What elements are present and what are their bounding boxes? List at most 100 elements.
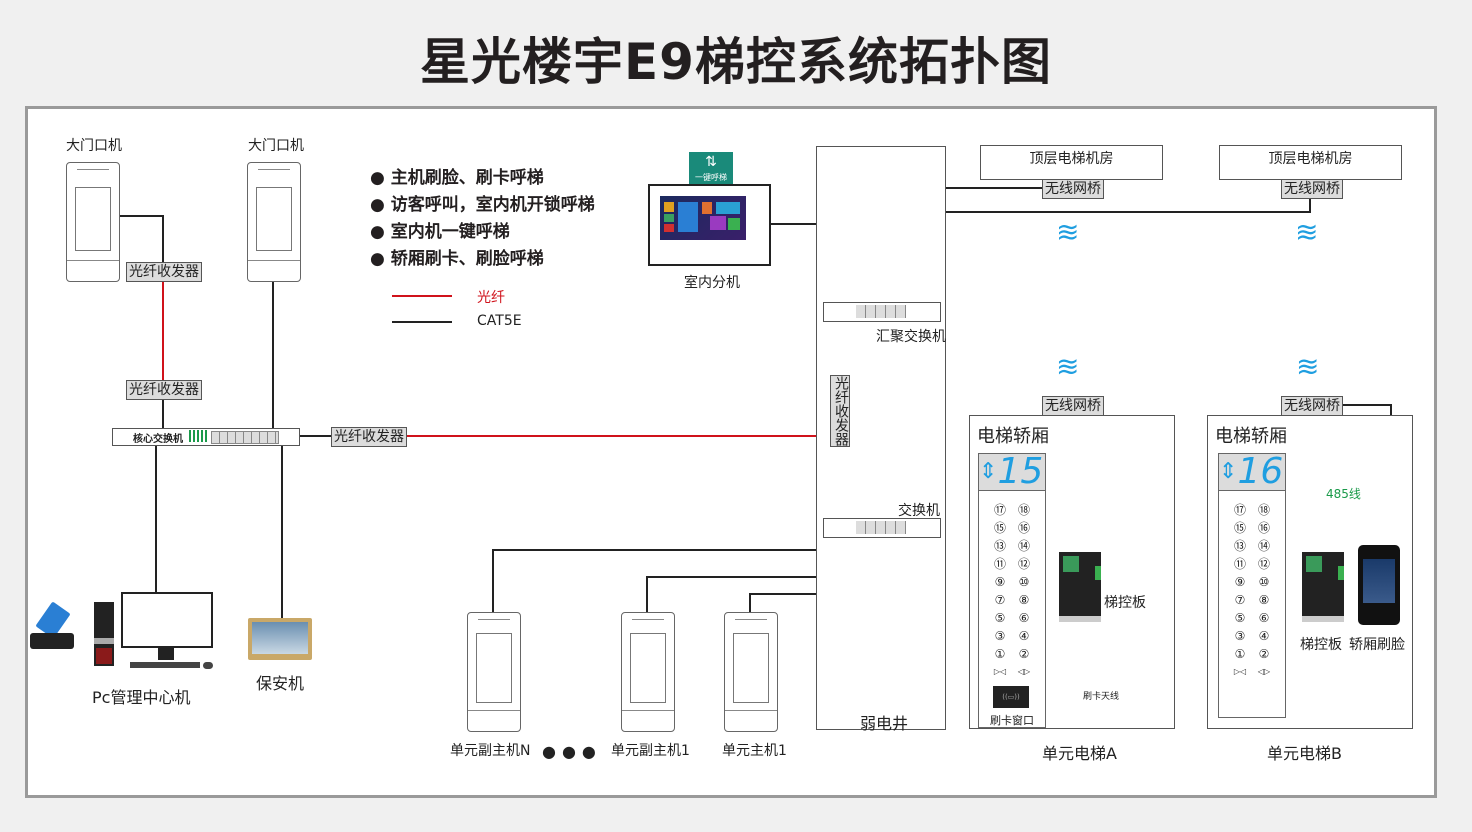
floor-button: ⑭	[1017, 539, 1030, 553]
floor-button: ⑬	[1233, 539, 1246, 553]
aggregation-switch-label: 汇聚交换机	[876, 329, 946, 345]
floor-button: ④	[1258, 629, 1270, 643]
floor-button: ⑰	[993, 503, 1006, 517]
fiber-transceiver-shaft: 光纤收发器	[830, 375, 850, 447]
card-reader-icon: ((▭))	[993, 686, 1029, 708]
indoor-unit	[648, 184, 771, 266]
keyboard-icon	[130, 662, 200, 668]
legend-fiber-label: 光纤	[477, 290, 505, 306]
floor-button: ⑯	[1257, 521, 1270, 535]
floor-button: ⑮	[1233, 521, 1246, 535]
port-block	[856, 305, 906, 318]
car-face-terminal-icon	[1358, 545, 1400, 625]
rs485-label: 485线	[1326, 487, 1361, 501]
guard-terminal-icon	[248, 618, 312, 660]
control-board-a-icon	[1059, 552, 1101, 622]
shaft-label: 弱电井	[860, 714, 909, 733]
machine-room-b: 顶层电梯机房	[1219, 145, 1402, 180]
floor-button: ⑰	[1233, 503, 1246, 517]
up-down-arrow-icon: ⇕	[979, 459, 998, 484]
wireless-bridge-car-b: 无线网桥	[1281, 396, 1343, 416]
one-key-call-badge: ⇅ 一键呼梯	[689, 152, 733, 186]
indoor-screen	[660, 196, 746, 240]
floor-button: ▷◁	[993, 667, 1007, 676]
unit-sub-host-1	[621, 612, 675, 732]
unit-sub-host-n	[467, 612, 521, 732]
floor-button: ⑧	[1258, 593, 1270, 607]
feature-list: ● 主机刷脸、刷卡呼梯 ● 访客呼叫，室内机开锁呼梯 ● 室内机一键呼梯 ● 轿…	[370, 165, 595, 273]
core-switch-label: 核心交换机	[133, 434, 183, 445]
mouse-icon	[203, 662, 213, 669]
switch-label: 交换机	[898, 503, 940, 519]
floor-button: ⑦	[994, 593, 1006, 607]
elevator-b-name: 单元电梯B	[1267, 744, 1342, 763]
floor-button: ④	[1018, 629, 1030, 643]
floor-switch	[823, 518, 941, 538]
floor-button: ⑮	[993, 521, 1006, 535]
pc-tower-icon	[94, 602, 114, 666]
wifi-icon: ≋	[1056, 216, 1080, 249]
car-a-label: 电梯轿厢	[977, 426, 1049, 447]
floor-button: ⑥	[1258, 611, 1270, 625]
wireless-bridge-room-a: 无线网桥	[1042, 179, 1104, 199]
car-b-label: 电梯轿厢	[1215, 426, 1287, 447]
wire-gate1-transceiver	[118, 215, 164, 262]
wire-switch-subN	[492, 536, 857, 612]
wifi-icon: ≋	[1296, 350, 1320, 383]
unit-sub-host-n-label: 单元副主机N	[450, 743, 531, 759]
floor-button: ⑩	[1258, 575, 1270, 589]
indoor-unit-label: 室内分机	[684, 275, 740, 291]
floor-button: ③	[994, 629, 1006, 643]
gate-device-2-label: 大门口机	[248, 138, 304, 154]
unit-sub-host-1-label: 单元副主机1	[611, 743, 690, 759]
wire-agg-bridge2	[925, 197, 1311, 304]
floor-button: ◁▷	[1257, 667, 1271, 676]
elevator-icon: ⇅	[705, 154, 717, 170]
floor-button: ⑪	[1233, 557, 1246, 571]
unit-main-host-1-label: 单元主机1	[722, 743, 787, 759]
wireless-bridge-room-b: 无线网桥	[1281, 179, 1343, 199]
gate-device-2	[247, 162, 301, 282]
port-block	[211, 431, 279, 444]
monitor-stand	[158, 646, 174, 660]
floor-button: ⑦	[1234, 593, 1246, 607]
wifi-icon: ≋	[1295, 216, 1319, 249]
feature-item: ● 轿厢刷卡、刷脸呼梯	[370, 249, 544, 269]
aggregation-switch	[823, 302, 941, 322]
floor-button: ⑤	[1234, 611, 1246, 625]
port-block	[856, 521, 906, 534]
pc-label: Pc管理中心机	[92, 688, 191, 707]
floor-button: ⑬	[993, 539, 1006, 553]
floor-button: ⑫	[1257, 557, 1270, 571]
feature-item: ● 访客呼叫，室内机开锁呼梯	[370, 195, 595, 215]
machine-room-a: 顶层电梯机房	[980, 145, 1163, 180]
control-board-a-label: 梯控板	[1104, 595, 1146, 611]
floor-button: ①	[1234, 647, 1246, 661]
gate-device-1-label: 大门口机	[66, 138, 122, 154]
fiber-transceiver-2: 光纤收发器	[126, 380, 202, 400]
unit-main-host-1	[724, 612, 778, 732]
guard-label: 保安机	[256, 674, 305, 693]
floor-button: ◁▷	[1017, 667, 1031, 676]
floor-button: ⑭	[1257, 539, 1270, 553]
legend-cat5e-label: CAT5E	[477, 313, 522, 329]
core-switch: 核心交换机	[112, 428, 300, 446]
floor-button: ⑯	[1017, 521, 1030, 535]
pc-monitor-icon	[121, 592, 213, 648]
floor-button: ⑱	[1017, 503, 1030, 517]
floor-button: ②	[1018, 647, 1030, 661]
elevator-a-name: 单元电梯A	[1042, 744, 1117, 763]
control-board-b-icon	[1302, 552, 1344, 622]
floor-button: ⑨	[1234, 575, 1246, 589]
wifi-icon: ≋	[1056, 350, 1080, 383]
floor-button: ⑩	[1018, 575, 1030, 589]
floor-button: ⑫	[1017, 557, 1030, 571]
floor-button: ⑪	[993, 557, 1006, 571]
status-leds	[189, 430, 209, 442]
ellipsis-dots: ●●●	[542, 742, 602, 761]
floor-button: ⑱	[1257, 503, 1270, 517]
antenna-label: 刷卡天线	[1083, 692, 1120, 702]
floor-button: ①	[994, 647, 1006, 661]
